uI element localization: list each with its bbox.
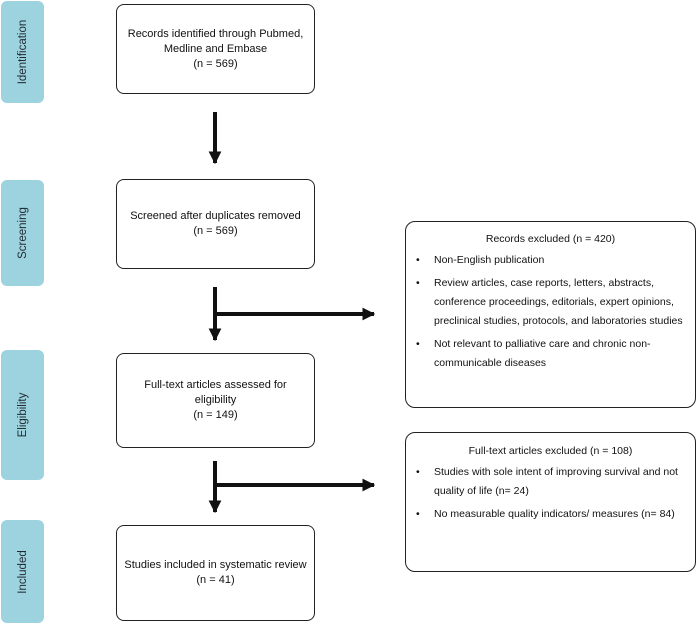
records-excluded-box: Records excluded (n = 420) Non-English p…	[405, 221, 696, 408]
records-excluded-item: Review articles, case reports, letters, …	[416, 274, 685, 331]
identified-count: (n = 569)	[193, 57, 238, 70]
fulltext-count: (n = 149)	[193, 409, 238, 421]
stage-eligibility: Eligibility	[1, 350, 44, 480]
identified-line-1: Records identified through Pubmed,	[127, 27, 304, 40]
fulltext-assessed-box: Full-text articles assessed for eligibil…	[116, 353, 315, 448]
fulltext-line-1: Full-text articles assessed for	[144, 379, 287, 391]
records-excluded-item: Non-English publication	[416, 251, 685, 270]
stage-included: Included	[1, 520, 44, 623]
records-excluded-item: Not relevant to palliative care and chro…	[416, 335, 685, 373]
included-line-1: Studies included in systematic review	[124, 559, 307, 571]
records-excluded-list: Non-English publication Review articles,…	[416, 251, 685, 373]
stage-screening: Screening	[1, 180, 44, 286]
fulltext-excluded-title: Full-text articles excluded (n = 108)	[468, 445, 633, 457]
screened-line-1: Screened after duplicates removed	[130, 210, 301, 222]
identified-records-box: Records identified through Pubmed, Medli…	[116, 4, 315, 94]
fulltext-excluded-item: Studies with sole intent of improving su…	[416, 463, 685, 501]
stage-identification: Identification	[1, 1, 44, 103]
fulltext-excluded-item: No measurable quality indicators/ measur…	[416, 505, 685, 524]
identified-line-2: Medline and Embase	[163, 42, 268, 55]
included-count: (n = 41)	[196, 574, 235, 586]
fulltext-line-2: eligibility	[194, 394, 237, 406]
fulltext-excluded-box: Full-text articles excluded (n = 108) St…	[405, 432, 696, 572]
records-excluded-title: Records excluded (n = 420)	[485, 233, 616, 245]
screened-count: (n = 569)	[193, 225, 238, 237]
included-box: Studies included in systematic review (n…	[116, 525, 315, 621]
screened-box: Screened after duplicates removed (n = 5…	[116, 179, 315, 269]
fulltext-excluded-list: Studies with sole intent of improving su…	[416, 463, 685, 524]
